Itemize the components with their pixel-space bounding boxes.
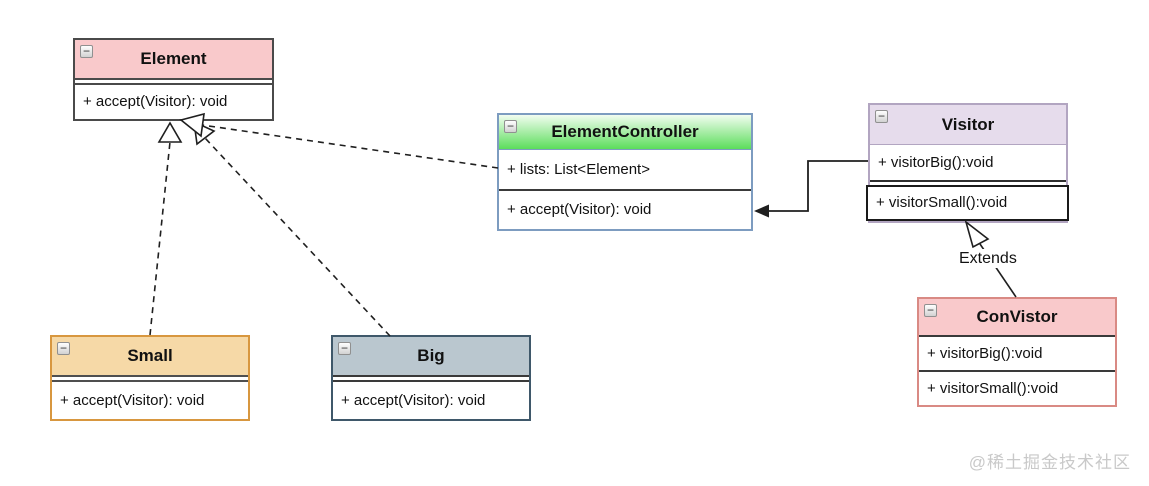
class-big-title: Big [417, 346, 445, 365]
class-element-title: Element [140, 49, 207, 68]
class-visitor[interactable]: − Visitor + visitorBig():void + visitorS… [866, 103, 1069, 223]
method-accept-visitor: + accept(Visitor): void [341, 392, 486, 409]
collapse-minus-icon[interactable]: − [924, 304, 937, 317]
extends-relationship-label: Extends [956, 249, 1020, 268]
class-big-header: − Big [333, 337, 529, 377]
hollow-triangle-arrowhead-icon [157, 121, 183, 143]
class-small-header: − Small [52, 337, 248, 377]
edge-controller-to-element[interactable] [179, 112, 499, 169]
method-accept-visitor: + accept(Visitor): void [60, 392, 205, 409]
hollow-triangle-arrowhead-icon [964, 219, 990, 249]
class-visitor-header: − Visitor [870, 105, 1066, 145]
class-element-controller-title: ElementController [551, 122, 699, 141]
method-accept-visitor: + accept(Visitor): void [83, 93, 228, 110]
class-convistor[interactable]: − ConVistor + visitorBig():void + visito… [917, 297, 1117, 407]
compartment-gap [870, 182, 1066, 185]
class-convistor-title: ConVistor [976, 307, 1058, 326]
method-accept-visitor: + accept(Visitor): void [507, 201, 652, 218]
filled-arrowhead-icon [754, 204, 769, 218]
class-element-header: − Element [75, 40, 272, 80]
empty-attributes-compartment [52, 377, 248, 382]
edge-big-to-element[interactable] [193, 120, 391, 337]
collapse-minus-icon[interactable]: − [504, 120, 517, 133]
class-visitor-title: Visitor [941, 115, 995, 134]
edge-small-to-element[interactable] [149, 121, 183, 336]
hollow-triangle-arrowhead-icon [193, 120, 216, 146]
method-visitor-small: + visitorSmall():void [927, 380, 1059, 397]
empty-attributes-compartment [333, 377, 529, 382]
edge-visitor-to-controller[interactable] [754, 160, 868, 218]
class-small-title: Small [127, 346, 173, 365]
class-element[interactable]: − Element + accept(Visitor): void [73, 38, 274, 121]
collapse-minus-icon[interactable]: − [338, 342, 351, 355]
collapse-minus-icon[interactable]: − [57, 342, 70, 355]
attribute-lists: + lists: List<Element> [499, 150, 751, 191]
collapse-minus-icon[interactable]: − [80, 45, 93, 58]
collapse-minus-icon[interactable]: − [875, 110, 888, 123]
empty-attributes-compartment [75, 80, 272, 85]
watermark-text: @稀土掘金技术社区 [968, 453, 1131, 472]
method-visitor-big: + visitorBig():void [870, 145, 1066, 182]
class-small[interactable]: − Small + accept(Visitor): void [50, 335, 250, 421]
method-visitor-small-selected[interactable]: + visitorSmall():void [866, 185, 1069, 221]
class-big[interactable]: − Big + accept(Visitor): void [331, 335, 531, 421]
class-element-controller[interactable]: − ElementController + lists: List<Elemen… [497, 113, 753, 231]
method-visitor-big: + visitorBig():void [919, 337, 1115, 372]
class-element-controller-header: − ElementController [499, 115, 751, 150]
class-convistor-header: − ConVistor [919, 299, 1115, 337]
